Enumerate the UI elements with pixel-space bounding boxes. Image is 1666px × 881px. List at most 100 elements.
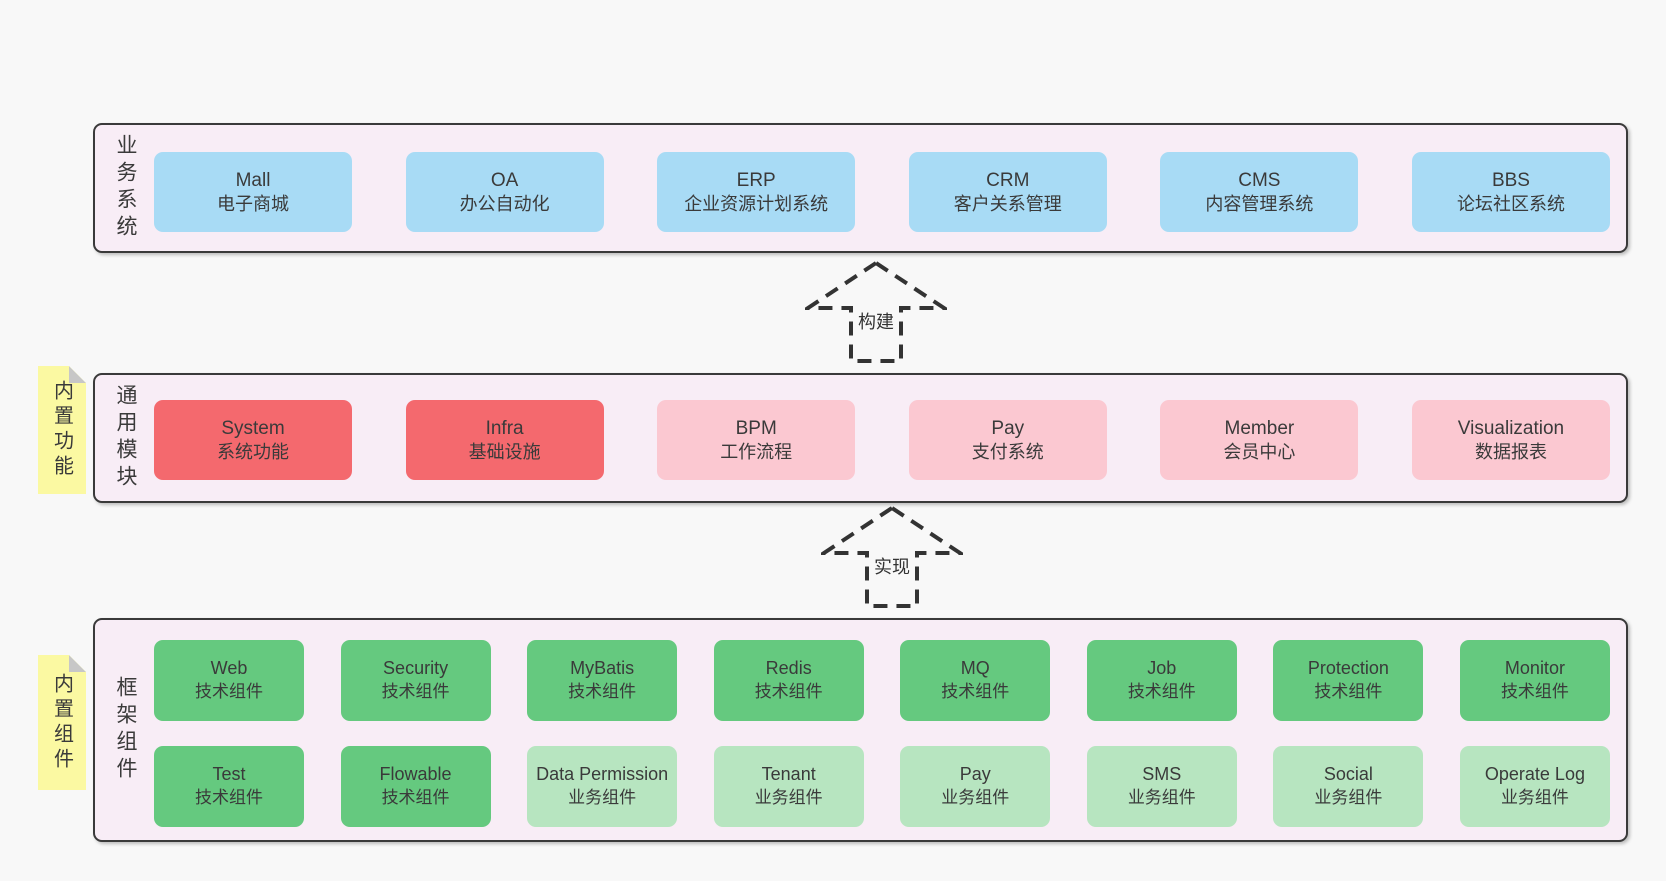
card-title: Data Permission: [536, 764, 669, 785]
sticky-note-builtin-features: 内置功能: [38, 366, 86, 494]
card-subtitle: 技术组件: [381, 788, 450, 808]
card-tenant: Tenant 业务组件: [713, 746, 864, 827]
card-title: Pay: [991, 417, 1025, 439]
card-title: Flowable: [379, 764, 452, 785]
card-subtitle: 企业资源计划系统: [684, 193, 829, 214]
card-subtitle: 办公自动化: [459, 193, 550, 214]
section-business-systems: 业务系统 Mall 电子商城 OA 办公自动化 ERP 企业资源计划系统 CRM…: [93, 123, 1628, 253]
components-cards-row2: Test 技术组件 Flowable 技术组件 Data Permission …: [154, 746, 1610, 827]
card-title: Job: [1147, 658, 1177, 679]
card-title: Web: [210, 658, 248, 679]
card-visualization: Visualization 数据报表: [1411, 400, 1610, 480]
card-subtitle: 技术组件: [754, 682, 823, 702]
card-security: Security 技术组件: [340, 640, 491, 721]
section-label-business: 业务系统: [114, 134, 137, 242]
card-pay-component: Pay 业务组件: [900, 746, 1051, 827]
card-monitor: Monitor 技术组件: [1459, 640, 1610, 721]
card-title: Social: [1323, 764, 1373, 785]
card-title: SMS: [1142, 764, 1182, 785]
card-subtitle: 工作流程: [720, 441, 793, 462]
card-subtitle: 业务组件: [1127, 788, 1196, 808]
card-subtitle: 客户关系管理: [953, 193, 1062, 214]
card-social: Social 业务组件: [1273, 746, 1424, 827]
card-title: Tenant: [761, 764, 816, 785]
card-title: Operate Log: [1484, 764, 1585, 785]
card-subtitle: 电子商城: [217, 193, 289, 214]
card-subtitle: 业务组件: [1314, 788, 1383, 808]
card-title: BBS: [1491, 169, 1530, 191]
card-subtitle: 技术组件: [195, 788, 263, 808]
card-infra: Infra 基础设施: [405, 400, 604, 480]
note-label: 内置功能: [50, 380, 73, 480]
implement-arrow-label: 实现: [871, 553, 913, 579]
sticky-note-builtin-components: 内置组件: [38, 655, 86, 790]
card-protection: Protection 技术组件: [1273, 640, 1424, 721]
card-bbs: BBS 论坛社区系统: [1411, 152, 1610, 232]
card-subtitle: 数据报表: [1474, 441, 1547, 462]
card-subtitle: 系统功能: [217, 441, 289, 462]
section-common-modules: 通用模块 System 系统功能 Infra 基础设施 BPM 工作流程 Pay…: [93, 373, 1628, 503]
build-arrow-label: 构建: [855, 308, 897, 334]
note-label: 内置组件: [50, 672, 73, 773]
card-title: Infra: [485, 417, 524, 439]
card-title: MyBatis: [570, 658, 635, 679]
card-title: System: [221, 417, 285, 439]
card-mq: MQ 技术组件: [900, 640, 1051, 721]
card-oa: OA 办公自动化: [405, 152, 604, 232]
card-title: Security: [383, 658, 449, 679]
section-label-components: 框架组件: [114, 676, 137, 784]
card-title: OA: [490, 169, 519, 191]
card-data-permission: Data Permission 业务组件: [527, 746, 678, 827]
card-subtitle: 基础设施: [468, 441, 541, 462]
card-mall: Mall 电子商城: [154, 152, 352, 232]
card-subtitle: 技术组件: [1314, 682, 1383, 702]
card-subtitle: 业务组件: [754, 788, 823, 808]
card-test: Test 技术组件: [154, 746, 304, 827]
card-subtitle: 业务组件: [568, 788, 637, 808]
card-title: CMS: [1238, 169, 1281, 191]
card-subtitle: 支付系统: [971, 441, 1044, 462]
implement-arrow: 实现: [821, 505, 963, 609]
card-title: CRM: [986, 169, 1030, 191]
section-label-modules: 通用模块: [114, 384, 137, 492]
module-cards-row: System 系统功能 Infra 基础设施 BPM 工作流程 Pay 支付系统…: [154, 400, 1610, 480]
card-title: Mall: [235, 169, 271, 191]
section-framework-components: 框架组件 Web 技术组件 Security 技术组件 MyBatis 技术组件…: [93, 618, 1628, 842]
card-crm: CRM 客户关系管理: [908, 152, 1107, 232]
card-title: MQ: [960, 658, 990, 679]
card-subtitle: 技术组件: [1500, 682, 1569, 702]
card-subtitle: 业务组件: [1500, 788, 1569, 808]
card-operate-log: Operate Log 业务组件: [1459, 746, 1610, 827]
card-title: Member: [1224, 417, 1295, 439]
components-cards-row1: Web 技术组件 Security 技术组件 MyBatis 技术组件 Redi…: [154, 640, 1610, 721]
card-erp: ERP 企业资源计划系统: [657, 152, 856, 232]
card-title: Redis: [765, 658, 812, 679]
card-title: ERP: [736, 169, 776, 191]
build-arrow: 构建: [805, 260, 947, 364]
card-job: Job 技术组件: [1086, 640, 1237, 721]
card-pay-module: Pay 支付系统: [908, 400, 1107, 480]
card-subtitle: 技术组件: [941, 682, 1010, 702]
card-mybatis: MyBatis 技术组件: [527, 640, 678, 721]
card-web: Web 技术组件: [154, 640, 304, 721]
card-subtitle: 内容管理系统: [1205, 193, 1314, 214]
card-title: Test: [212, 764, 246, 785]
card-title: BPM: [735, 417, 777, 439]
card-subtitle: 技术组件: [195, 682, 263, 702]
card-system: System 系统功能: [154, 400, 352, 480]
card-subtitle: 业务组件: [941, 788, 1010, 808]
card-title: Visualization: [1457, 417, 1565, 439]
card-subtitle: 技术组件: [381, 682, 450, 702]
card-sms: SMS 业务组件: [1086, 746, 1237, 827]
card-redis: Redis 技术组件: [713, 640, 864, 721]
card-cms: CMS 内容管理系统: [1160, 152, 1359, 232]
card-bpm: BPM 工作流程: [657, 400, 856, 480]
card-title: Monitor: [1504, 658, 1565, 679]
card-title: Pay: [959, 764, 991, 785]
card-subtitle: 会员中心: [1223, 441, 1296, 462]
card-subtitle: 技术组件: [568, 682, 637, 702]
card-subtitle: 技术组件: [1127, 682, 1196, 702]
card-flowable: Flowable 技术组件: [340, 746, 491, 827]
card-title: Protection: [1307, 658, 1389, 679]
